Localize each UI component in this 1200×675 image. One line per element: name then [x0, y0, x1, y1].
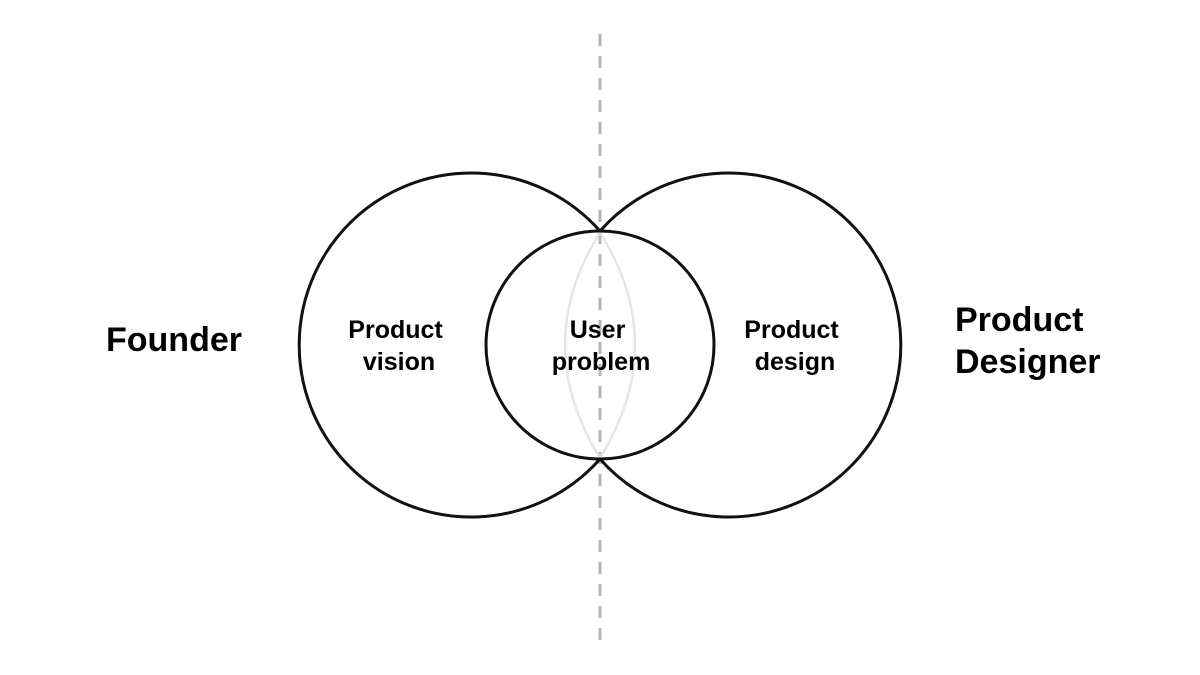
center-circle: [484, 229, 716, 461]
center-circle-label-line2: problem: [552, 348, 651, 376]
right-circle-label: Product design: [744, 316, 845, 376]
left-circle: [297, 171, 602, 519]
product-designer-role-line2: Designer: [955, 343, 1101, 381]
founder-role-label: Founder: [106, 321, 242, 359]
product-designer-role-line1: Product: [955, 301, 1083, 339]
right-circle: [598, 171, 903, 519]
ghost-arc-left: [563, 231, 602, 459]
ghost-arc-right: [598, 231, 637, 459]
left-circle-label-line1: Product: [348, 316, 443, 344]
left-circle-label: Product vision: [348, 316, 449, 376]
right-circle-label-line2: design: [755, 348, 836, 376]
center-circle-label: User problem: [552, 316, 651, 376]
center-circle-label-line1: User: [570, 316, 626, 344]
product-designer-role-label: Product Designer: [955, 301, 1101, 381]
right-circle-label-line1: Product: [744, 316, 839, 344]
left-circle-label-line2: vision: [363, 348, 435, 376]
